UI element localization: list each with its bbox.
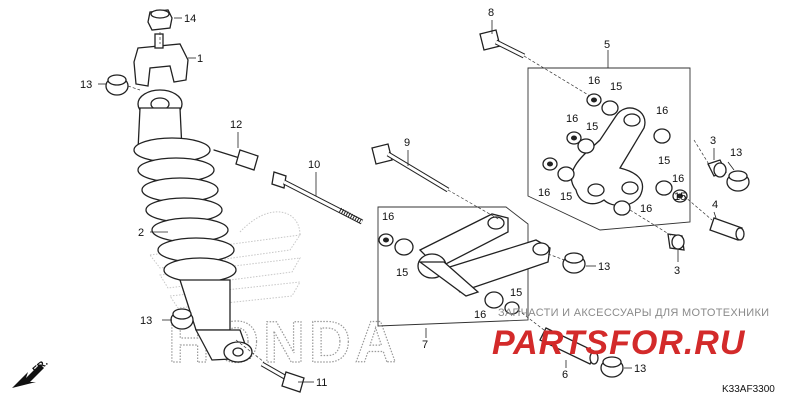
site-tagline-watermark: ЗАПЧАСТИ И АКСЕССУАРЫ ДЛЯ МОТОТЕХНИКИ — [498, 307, 769, 319]
callout-15-arm-right-low: 15 — [674, 191, 686, 203]
callout-7: 7 — [422, 339, 428, 351]
flange-nut-13-lower-left — [170, 308, 194, 330]
callout-16-link-left: 16 — [382, 211, 394, 223]
flange-nut-13-right — [726, 170, 750, 192]
callout-15-link-right: 15 — [510, 287, 522, 299]
callout-16-arm-top: 16 — [588, 75, 600, 87]
callout-8: 8 — [488, 7, 494, 19]
callout-labels: 14 1 13 2 12 10 9 8 5 13 11 7 6 13 13 13… — [80, 7, 742, 389]
bolt-8 — [479, 29, 526, 59]
callout-14: 14 — [184, 13, 196, 25]
callout-13-link: 13 — [598, 261, 610, 273]
cushion-arm-group-frame — [527, 67, 691, 231]
callout-16-arm-right-low: 16 — [672, 173, 684, 185]
callout-6: 6 — [562, 369, 568, 381]
flange-nut-13-bottom — [600, 356, 624, 378]
upper-mount-bracket — [133, 33, 189, 87]
bolt-11 — [260, 361, 305, 393]
callout-13-lower-left: 13 — [140, 315, 152, 327]
collar-3-lower — [667, 233, 685, 251]
callout-2: 2 — [138, 227, 144, 239]
site-logo-watermark: PARTSFOR.RU — [492, 324, 746, 362]
callout-13-right: 13 — [730, 147, 742, 159]
assembly-guide-lines — [127, 32, 713, 363]
shock-absorber — [133, 89, 253, 363]
link-group-frame — [377, 206, 529, 327]
callout-15-link-left: 15 — [396, 267, 408, 279]
callout-13-top: 13 — [80, 79, 92, 91]
long-bolt-10 — [271, 171, 364, 225]
diagram-code: K33AF3300 — [722, 384, 775, 395]
bolt-12 — [213, 149, 259, 171]
callout-3-lower: 3 — [674, 265, 680, 277]
flange-nut-14 — [147, 9, 173, 31]
callout-11: 11 — [316, 377, 327, 389]
honda-wing-watermark — [149, 211, 302, 309]
shock-spring — [133, 137, 237, 283]
callout-16-arm-low: 16 — [538, 187, 550, 199]
callout-16-arm-mid: 16 — [566, 113, 578, 125]
callout-15-arm-top: 15 — [610, 81, 622, 93]
shock-link-arm — [417, 213, 551, 297]
cushion-arm — [570, 107, 646, 207]
callout-9: 9 — [404, 137, 410, 149]
callout-15-arm-right: 15 — [658, 155, 670, 167]
collar-and-bearing-right — [484, 291, 520, 315]
collar-and-bearing-left — [378, 233, 414, 256]
callout-16-arm-right: 16 — [656, 105, 668, 117]
collar-3-upper — [707, 159, 727, 178]
callout-15-arm-mid: 15 — [586, 121, 598, 133]
callout-13-bottom: 13 — [634, 363, 646, 375]
callout-leaders — [98, 17, 735, 383]
pipe-4 — [709, 217, 745, 241]
callout-16-arm-bottom: 16 — [640, 203, 652, 215]
callout-10: 10 — [308, 159, 320, 171]
front-direction-marker: FR. — [12, 357, 50, 388]
callout-12: 12 — [230, 119, 242, 131]
pipe-6 — [539, 327, 599, 365]
arm-bearings — [542, 93, 688, 216]
callout-1: 1 — [197, 53, 203, 65]
callout-16-link-right: 16 — [474, 309, 486, 321]
callout-3-upper: 3 — [710, 135, 716, 147]
bolt-9 — [371, 143, 450, 193]
callout-4: 4 — [712, 199, 718, 211]
callout-5: 5 — [604, 39, 610, 51]
flange-nut-13-link — [562, 252, 586, 274]
flange-nut-13-top — [105, 74, 129, 96]
callout-15-arm-low: 15 — [560, 191, 572, 203]
